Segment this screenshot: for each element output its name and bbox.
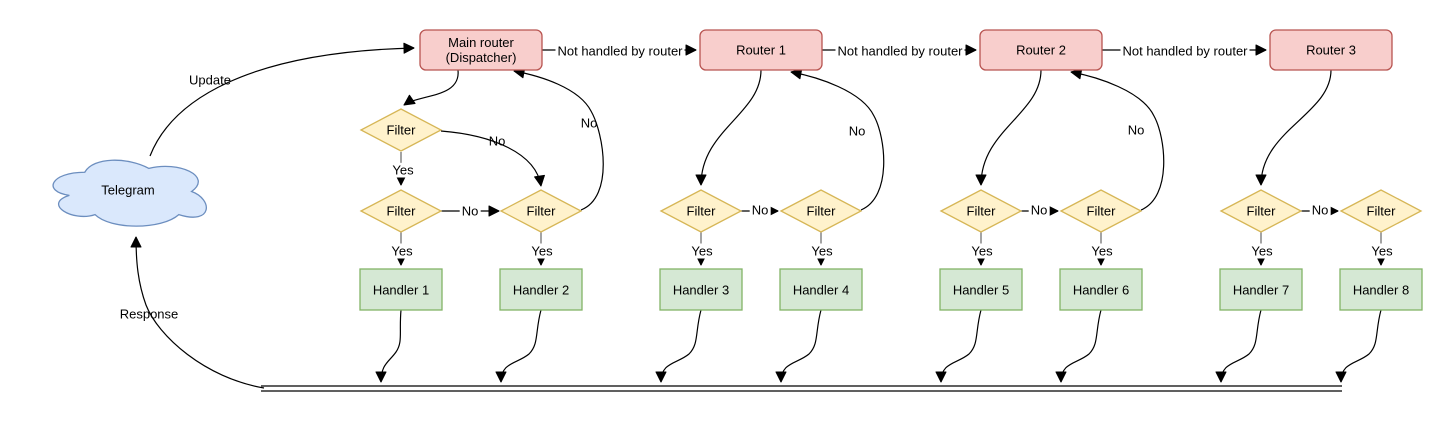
router-1-label: Router 1 xyxy=(736,42,786,58)
no-label: No xyxy=(459,203,481,219)
handler-7-label: Handler 7 xyxy=(1232,282,1290,298)
filter-diamond-1 xyxy=(359,189,443,233)
router-1-node xyxy=(699,29,823,71)
update-edge xyxy=(149,42,415,157)
handler-4-label: Handler 4 xyxy=(792,282,850,298)
response-label: Response xyxy=(119,306,179,322)
filter-label: Filter xyxy=(686,203,716,219)
router3-to-filter-edge xyxy=(1255,69,1332,186)
handler-2-node xyxy=(499,268,583,311)
filter-label: Filter xyxy=(386,203,416,219)
dispatcher-to-filter-edge xyxy=(403,69,459,106)
telegram-cloud xyxy=(52,159,207,227)
main-return-no-edge xyxy=(513,67,604,211)
router1-return-no-edge xyxy=(790,68,885,211)
no-label: No xyxy=(1127,122,1145,138)
filter-diamond-7 xyxy=(1219,189,1303,233)
handler-6-node xyxy=(1059,268,1143,311)
handler-8-node xyxy=(1339,268,1423,311)
filter-diamond-4 xyxy=(779,189,863,233)
handler-2-label: Handler 2 xyxy=(512,282,570,298)
handler-1-node xyxy=(359,268,443,311)
filter-diamond-5 xyxy=(939,189,1023,233)
router1-to-filter-edge xyxy=(695,69,762,186)
yes-label: Yes xyxy=(969,243,995,259)
telegram-label: Telegram xyxy=(101,182,155,198)
dispatcher-node xyxy=(419,29,543,71)
router-3-label: Router 3 xyxy=(1306,42,1356,58)
dispatcher-label-line2: (Dispatcher) xyxy=(445,50,517,65)
handler-3-node xyxy=(659,268,743,311)
response-edge xyxy=(130,236,265,389)
filter-label: Filter xyxy=(386,122,416,138)
no-label: No xyxy=(1309,202,1331,218)
filter-diamond-8 xyxy=(1339,189,1423,233)
filter-diamond-main-top xyxy=(359,108,443,152)
not-handled-label-3: Not handled by router xyxy=(1120,43,1250,59)
filter1-no-edge xyxy=(440,130,545,187)
handler-drop-edges xyxy=(375,309,1382,383)
filter-label: Filter xyxy=(1086,203,1116,219)
router-2-node xyxy=(979,29,1103,71)
yes-label: Yes xyxy=(1089,243,1115,259)
filter-diamond-3 xyxy=(659,189,743,233)
filter-diamond-6 xyxy=(1059,189,1143,233)
router-3-node xyxy=(1269,29,1393,71)
filter-label: Filter xyxy=(526,203,556,219)
filter-diamond-2 xyxy=(499,189,583,233)
dispatcher-label: Main router (Dispatcher) xyxy=(446,35,517,65)
handler-1-label: Handler 1 xyxy=(372,282,430,298)
router-2-label: Router 2 xyxy=(1016,42,1066,58)
handler-8-label: Handler 8 xyxy=(1352,282,1410,298)
no-label: No xyxy=(580,115,598,131)
no-label: No xyxy=(749,202,771,218)
yes-label: Yes xyxy=(1249,243,1275,259)
handler-6-label: Handler 6 xyxy=(1072,282,1130,298)
dispatcher-label-line1: Main router xyxy=(448,35,514,50)
filter-label: Filter xyxy=(966,203,996,219)
yes-label: Yes xyxy=(689,243,715,259)
filter-label: Filter xyxy=(1246,203,1276,219)
not-handled-label-1: Not handled by router xyxy=(555,43,685,59)
handler-5-label: Handler 5 xyxy=(952,282,1010,298)
handler-7-node xyxy=(1219,268,1303,311)
no-label: No xyxy=(848,123,866,139)
yes-label: Yes xyxy=(529,243,555,259)
yes-label: Yes xyxy=(1369,243,1395,259)
filter-label: Filter xyxy=(1366,203,1396,219)
handler-3-label: Handler 3 xyxy=(672,282,730,298)
no-label: No xyxy=(488,133,506,149)
handler-4-node xyxy=(779,268,863,311)
no-label: No xyxy=(1028,202,1050,218)
yes-label: Yes xyxy=(390,162,416,178)
router2-return-no-edge xyxy=(1070,68,1165,211)
not-handled-label-2: Not handled by router xyxy=(835,43,965,59)
yes-label: Yes xyxy=(809,243,835,259)
filter-label: Filter xyxy=(806,203,836,219)
yes-label: Yes xyxy=(389,243,415,259)
update-label: Update xyxy=(189,72,231,88)
handler-5-node xyxy=(939,268,1023,311)
router2-to-filter-edge xyxy=(975,69,1042,186)
